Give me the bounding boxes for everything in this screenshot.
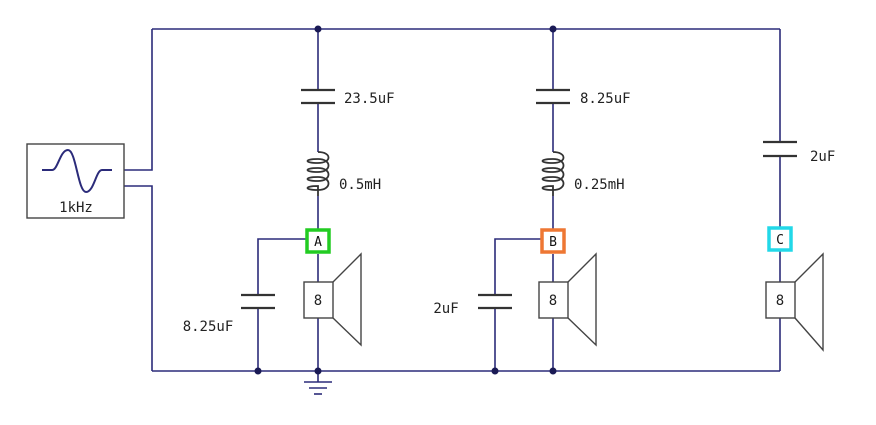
speaker-b[interactable]: 8: [538, 252, 597, 347]
inductor-a[interactable]: [306, 151, 330, 196]
speaker-icon: [794, 252, 824, 352]
inductor-a-label: 0.5mH: [339, 177, 381, 193]
probe-c-label: C: [776, 233, 784, 248]
junction-dot: [314, 25, 322, 33]
junction-dot: [549, 25, 557, 33]
branch-b-shunt-top-wire: [494, 238, 542, 295]
capacitor-b-series-label: 8.25uF: [580, 91, 631, 107]
source-bottom-wire: [124, 185, 153, 371]
speaker-icon: [332, 252, 362, 347]
junction-dot: [549, 367, 557, 375]
signal-source[interactable]: 1kHz: [26, 143, 125, 219]
capacitor-c-series-label: 2uF: [810, 149, 835, 165]
branch-b: 8.25uF 0.25mH B 2uF 8: [433, 88, 631, 347]
probe-a-box[interactable]: [305, 228, 331, 254]
capacitor-b-shunt-label: 2uF: [433, 301, 458, 317]
capacitor-a-shunt-label: 8.25uF: [183, 319, 234, 335]
sine-wave-icon: [42, 148, 112, 194]
speaker-a-impedance: 8: [314, 293, 322, 309]
source-top-wire: [124, 29, 153, 171]
speaker-c[interactable]: 8: [765, 252, 824, 352]
capacitor-a-shunt[interactable]: [241, 293, 275, 310]
capacitor-b-shunt[interactable]: [478, 293, 512, 310]
capacitor-a-series[interactable]: [301, 88, 335, 105]
probe-b-box[interactable]: [540, 228, 566, 254]
speaker-c-box[interactable]: [765, 281, 796, 319]
speaker-a[interactable]: 8: [303, 252, 362, 347]
probe-a[interactable]: A: [305, 228, 331, 254]
capacitor-b-series[interactable]: [536, 88, 570, 105]
ground-icon: [304, 381, 332, 395]
source-frequency-label: 1kHz: [59, 200, 93, 216]
probe-c[interactable]: C: [767, 226, 793, 252]
probe-b[interactable]: B: [540, 228, 566, 254]
speaker-c-impedance: 8: [776, 293, 784, 309]
junction-dot: [491, 367, 499, 375]
branch-a: 23.5uF 0.5mH A 8.25uF 8: [183, 88, 395, 347]
speaker-b-box[interactable]: [538, 281, 569, 319]
probe-a-label: A: [314, 235, 322, 250]
branch-c: 2uF C 8: [763, 140, 835, 352]
inductor-b-label: 0.25mH: [574, 177, 625, 193]
junction-dot: [254, 367, 262, 375]
branch-a-shunt-top-wire: [257, 238, 307, 295]
speaker-b-impedance: 8: [549, 293, 557, 309]
probe-c-box[interactable]: [767, 226, 793, 252]
capacitor-a-series-label: 23.5uF: [344, 91, 395, 107]
speaker-a-box[interactable]: [303, 281, 334, 319]
speaker-icon: [567, 252, 597, 347]
inductor-b[interactable]: [541, 151, 565, 196]
junction-dot: [314, 367, 322, 375]
junctions: [254, 25, 557, 375]
probe-b-label: B: [549, 235, 557, 250]
source-box[interactable]: [26, 143, 125, 219]
capacitor-c-series[interactable]: [763, 140, 797, 158]
